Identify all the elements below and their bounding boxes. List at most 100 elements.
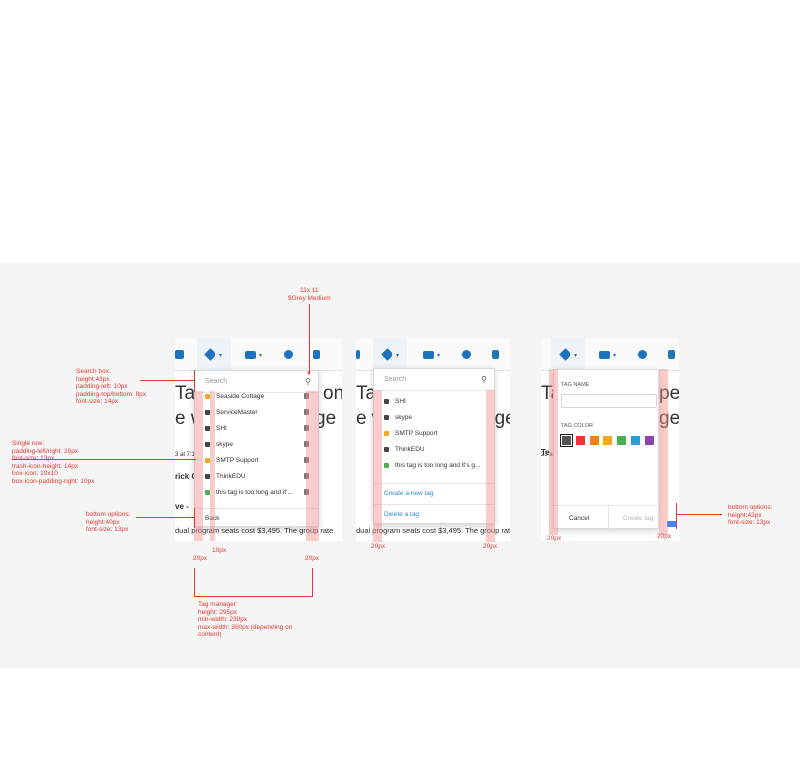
bg-date: 23 at [541,452,555,458]
search-input[interactable]: Search [384,376,407,383]
tag-row[interactable]: ServiceMaster [195,405,318,421]
annotation-leader [136,517,194,518]
alert-icon[interactable] [284,350,293,359]
annotation-line: bottom options: [728,504,773,511]
folder-icon[interactable] [423,351,434,359]
bg-preview: ve - [175,502,189,511]
search-box[interactable]: Search ⚲ [195,371,318,393]
annotation-line: Single row: [12,440,45,447]
tag-row[interactable]: SHI [374,394,494,410]
color-swatch-yellow[interactable] [603,436,612,445]
tag-label: ServiceMaster [216,409,258,416]
folder-icon[interactable] [599,351,610,359]
trash-icon[interactable] [304,393,309,399]
annotation-bottom-options-left: bottom options: height:40px font-size: 1… [86,511,130,534]
tag-row[interactable]: this tag is too long and it's g... [374,458,494,474]
color-swatch-grey[interactable] [560,434,573,447]
trash-icon[interactable] [304,409,309,415]
toolbar: ▾ ▾ [175,338,342,371]
tag-row[interactable]: SMTP Support [374,426,494,442]
annotation-bottom-options-right: bottom options: height:42px font-size: 1… [728,504,772,527]
tag-row[interactable]: Seaside Cottage [195,389,318,405]
annotation-line: height:42px [728,511,762,519]
tag-color-box [205,426,210,431]
archive-icon[interactable] [175,350,184,359]
annotation-line: font-size: 13px [86,526,129,534]
trash-icon[interactable] [304,425,309,431]
annotation-line: height:40px [86,518,120,526]
tag-label: skype [216,441,233,448]
bg-subject: Ta [356,383,377,404]
padding-guide [373,390,382,542]
trash-icon[interactable] [304,473,309,479]
trash-icon[interactable] [668,350,675,359]
annotation-line: padding-left/right: 20px [12,447,79,455]
annotation-line: height:43px [76,375,110,383]
delete-tag-link[interactable]: Delete a tag [374,504,494,524]
annotation-bracket [194,568,195,596]
annotation-line: font-size: 13px [12,455,94,463]
chevron-down-icon: ▾ [396,353,400,359]
tag-label: skype [395,414,412,421]
tag-row[interactable]: skype [195,437,318,453]
padding-guide [659,369,668,535]
tag-color-box [205,442,210,447]
annotation-dim: 20px [657,533,672,540]
trash-icon[interactable] [304,441,309,447]
tag-row[interactable]: skype [374,410,494,426]
bg-sender: rick C [175,472,198,481]
create-tag-label: Create tag [623,515,654,522]
trash-icon[interactable] [492,350,499,359]
trash-icon[interactable] [313,350,320,359]
tag-row[interactable]: ThinkEDU [374,442,494,458]
tag-color-box [384,463,389,468]
annotation-bracket [194,370,195,392]
annotation-line: font-size: 14px [76,398,119,406]
tag-row[interactable]: this tag is too long and it'... [195,485,318,501]
alert-icon[interactable] [638,350,647,359]
archive-icon[interactable] [356,350,360,359]
google-logo-fragment [667,521,677,527]
annotation-leader [676,514,722,515]
color-swatch-orange[interactable] [590,436,599,445]
color-swatch-blue[interactable] [631,436,640,445]
create-tag-button[interactable]: Create tag [609,505,660,530]
back-label: Back [205,515,220,522]
color-swatch-purple[interactable] [645,436,654,445]
trash-icon[interactable] [304,457,309,463]
annotation-dim: 20px [193,555,208,562]
bg-body: dual program seats cost $3,495. The grou… [175,526,334,535]
annotation-line: padding-left: 10px [76,383,128,391]
tag-label: SHI [216,425,227,432]
annotation-line: font-size: 13px [728,519,771,527]
bg-subject: ge [659,408,679,429]
padding-guide [306,391,319,541]
color-swatch-green[interactable] [617,436,626,445]
tag-row[interactable]: SHI [195,421,318,437]
search-input[interactable]: Search [205,378,228,385]
tag-row[interactable]: SMTP Support [195,453,318,469]
tag-label: ThinkEDU [216,473,246,480]
cancel-button[interactable]: Cancel [554,505,609,530]
color-swatch-red[interactable] [576,436,585,445]
bg-date: 3 at 7:1 [175,452,196,458]
tag-name-label: TAG NAME [561,382,590,388]
tag-name-input[interactable] [561,394,657,408]
trash-icon[interactable] [304,489,309,495]
annotation-bracket [194,508,195,528]
annotation-single-row: Single row: padding-left/right: 20px fon… [12,440,94,486]
annotation-bracket [676,503,677,529]
alert-icon[interactable] [462,350,471,359]
tag-row[interactable]: ThinkEDU [195,469,318,485]
annotation-line: box-icon-padding-right: 10px [12,477,95,485]
folder-icon[interactable] [245,351,256,359]
chevron-down-icon: ▾ [219,353,223,359]
create-tag-label: Create a new tag [384,490,434,497]
annotation-dim: 10px [212,547,227,554]
create-tag-link[interactable]: Create a new tag [374,483,494,503]
tag-color-box [205,490,210,495]
tag-label: Seaside Cottage [216,393,265,400]
back-button[interactable]: Back [195,508,318,528]
search-box[interactable]: Search ⚲ [374,369,494,391]
tag-color-box [205,394,210,399]
